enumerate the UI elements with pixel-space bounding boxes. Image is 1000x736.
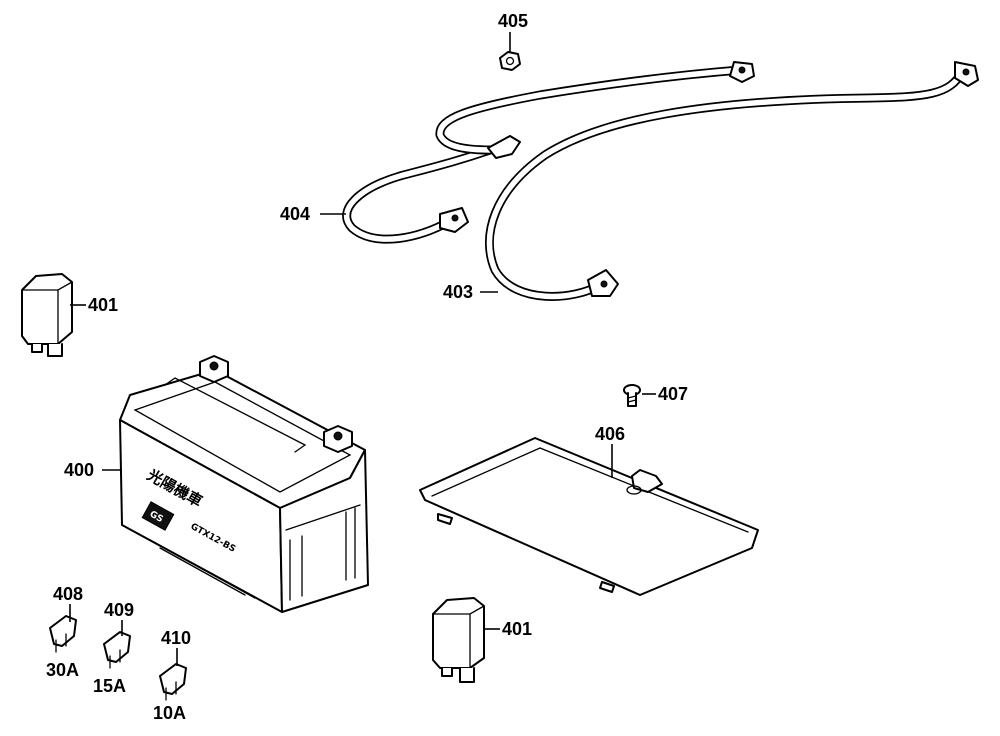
- callout-408: 408: [53, 584, 83, 604]
- battery-400: 光陽機車 GS GTX12-BS: [119, 355, 369, 613]
- relay-401-top: [21, 273, 73, 357]
- gs-logo-box: [141, 501, 175, 531]
- fuse-408: [49, 615, 77, 653]
- relay-401-bottom: [432, 597, 485, 683]
- fuse-rating-409: 15A: [93, 676, 126, 696]
- callout-403: 403: [443, 282, 473, 302]
- callout-410: 410: [161, 628, 191, 648]
- nut-405: [499, 51, 521, 71]
- callout-407: 407: [658, 384, 688, 404]
- callout-401-bottom: 401: [502, 619, 532, 639]
- callout-401-top: 401: [88, 295, 118, 315]
- fuse-rating-408: 30A: [46, 660, 79, 680]
- callout-404: 404: [280, 204, 310, 224]
- callout-406: 406: [595, 424, 625, 444]
- screw-407: [623, 384, 641, 407]
- callout-409: 409: [104, 600, 134, 620]
- leader-lines: [69, 32, 656, 666]
- fuse-409: [103, 631, 131, 669]
- cable-403: [484, 61, 979, 301]
- callout-405: 405: [498, 11, 528, 31]
- cable-404: [342, 61, 755, 244]
- callout-400: 400: [64, 460, 94, 480]
- fuse-410: [159, 663, 187, 701]
- fuse-rating-410: 10A: [153, 703, 186, 723]
- cover-406: [419, 437, 759, 596]
